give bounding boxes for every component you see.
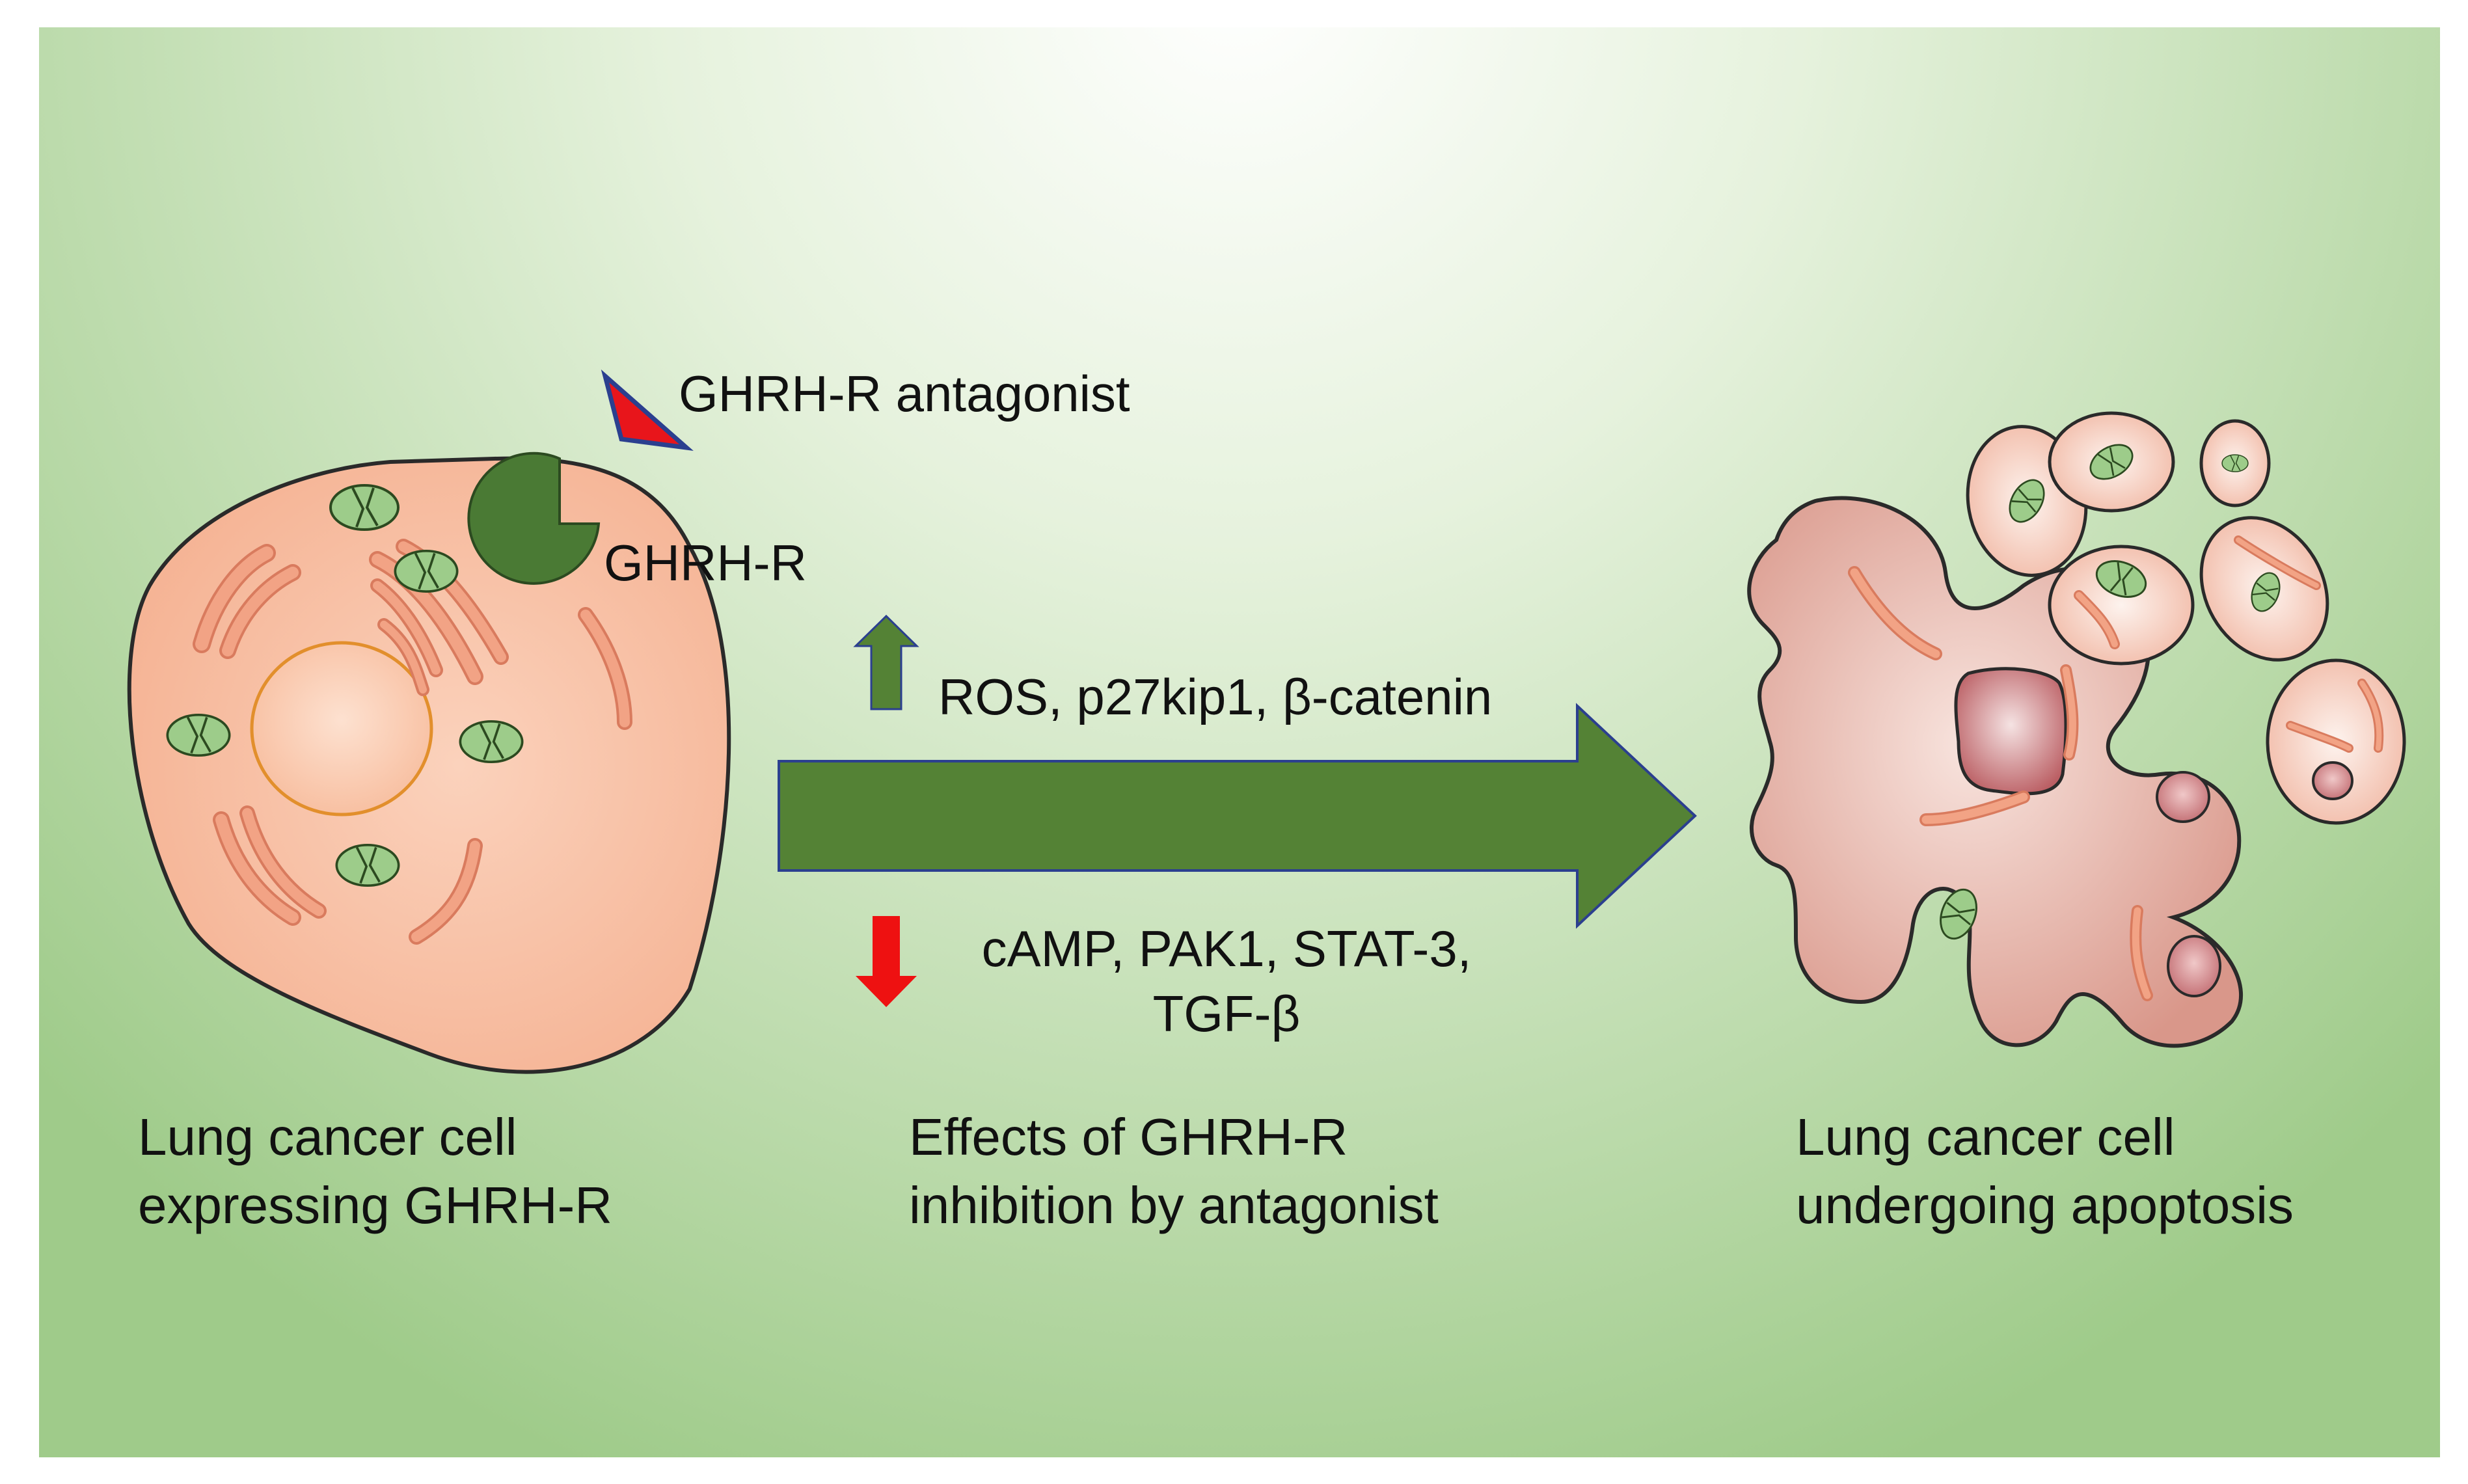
apoptotic-body — [2199, 419, 2271, 507]
nuclear-fragment — [2167, 935, 2221, 997]
middle-caption-line1: Effects of GHRH-R — [909, 1108, 1348, 1166]
apoptotic-body — [2048, 545, 2195, 666]
mitochondrion — [394, 549, 459, 593]
fragmented-er — [1848, 566, 2153, 1001]
downregulated-label-line2: TGF-β — [1153, 985, 1301, 1042]
antagonist-label: GHRH-R antagonist — [679, 365, 1130, 422]
down-arrow-icon — [856, 916, 917, 1007]
lung-cancer-cell — [127, 369, 731, 1074]
left-caption-line1: Lung cancer cell — [138, 1108, 517, 1166]
mitochondrion — [166, 713, 231, 757]
downregulated-label-line1: cAMP, PAK1, STAT-3, — [982, 920, 1472, 977]
right-caption-line2: undergoing apoptosis — [1796, 1176, 2294, 1234]
right-arrow-icon — [778, 703, 1697, 929]
mitochondrion — [459, 720, 524, 764]
nuclear-fragment — [2156, 771, 2210, 823]
up-arrow-icon — [853, 614, 919, 710]
ghrh-receptor-icon — [467, 452, 601, 585]
right-caption-line1: Lung cancer cell — [1796, 1108, 2175, 1166]
left-caption-line2: expressing GHRH-R — [138, 1176, 612, 1234]
receptor-label: GHRH-R — [604, 534, 807, 591]
antagonist-icon — [601, 369, 694, 451]
apoptotic-body — [2266, 658, 2406, 825]
apoptotic-cell — [1747, 411, 2406, 1048]
middle-caption-line2: inhibition by antagonist — [909, 1176, 1439, 1234]
apoptotic-body — [2199, 516, 2329, 662]
upregulated-label: ROS, p27kip1, β-catenin — [938, 668, 1492, 725]
endoplasmic-reticulum — [193, 539, 632, 945]
apoptotic-body — [2048, 411, 2175, 513]
mitochondrion — [335, 843, 400, 887]
apoptotic-nucleus — [1954, 667, 2068, 796]
nucleus — [250, 641, 433, 816]
mitochondrion — [329, 484, 400, 531]
